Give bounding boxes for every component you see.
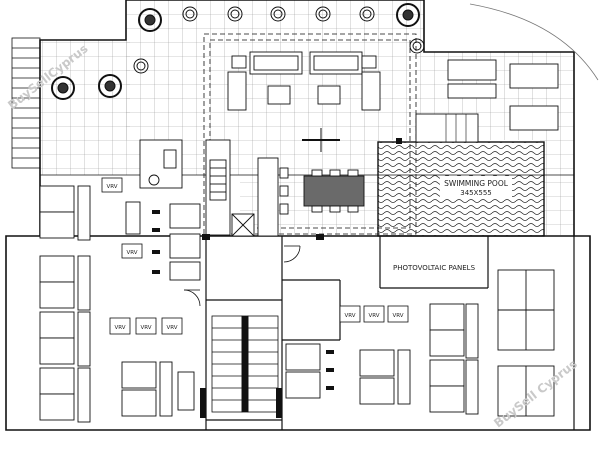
pool-title: SWIMMING POOL [444, 179, 509, 188]
interior-stair [211, 315, 279, 413]
pv-label-group: PHOTOVOLTAIC PANELS [393, 264, 476, 272]
doors [183, 245, 301, 307]
vrv-label: VRV [166, 325, 177, 331]
vrv-label: VRV [126, 250, 137, 256]
vrv-label: VRV [114, 325, 125, 331]
exterior-stair [11, 37, 41, 169]
vrv-label: VRV [344, 313, 355, 319]
vrv-units: VRV VRV VRV VRV VRV VRV VRV VRV [101, 177, 409, 335]
pv-panels-right [285, 269, 555, 417]
mounting-points [152, 138, 402, 418]
lounge-furniture [227, 51, 381, 111]
planters [51, 3, 425, 100]
sun-loungers [447, 59, 559, 131]
outdoor-kitchen [139, 139, 289, 237]
pv-label: PHOTOVOLTAIC PANELS [393, 264, 476, 272]
vrv-label: VRV [140, 325, 151, 331]
pv-panels-left [39, 185, 201, 423]
swimming-pool: SWIMMING POOL 345X555 [377, 113, 545, 237]
dining-area [302, 128, 365, 213]
vrv-label: VRV [392, 313, 403, 319]
vrv-label: VRV [106, 184, 117, 190]
vrv-label: VRV [368, 313, 379, 319]
site-boundary [469, 3, 599, 81]
pool-size: 345X555 [460, 189, 492, 197]
